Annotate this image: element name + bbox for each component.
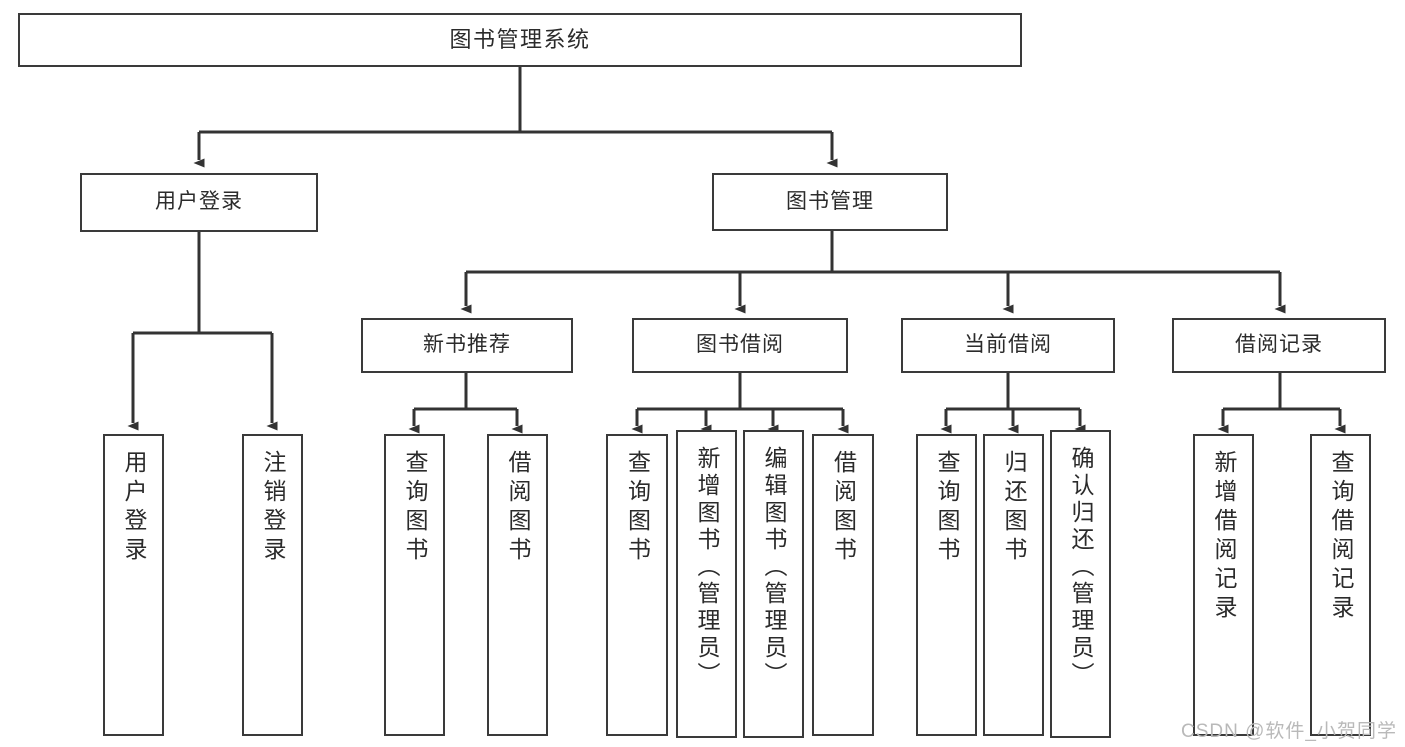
node-rc-add-record-label: 新增借阅记录 xyxy=(1211,450,1237,624)
node-cb-confirm-return[interactable]: 确认归还（管理员） xyxy=(1050,430,1111,738)
node-book-borrow-label: 图书借阅 xyxy=(696,333,784,357)
node-leaf-user-login[interactable]: 用户登录 xyxy=(103,434,164,736)
node-current-borrow[interactable]: 当前借阅 xyxy=(901,318,1115,373)
node-new-book-rec[interactable]: 新书推荐 xyxy=(361,318,573,373)
node-rec-borrow-book-label: 借阅图书 xyxy=(505,450,531,566)
node-rec-query-book[interactable]: 查询图书 xyxy=(384,434,445,736)
node-leaf-user-login-label: 用户登录 xyxy=(121,450,147,566)
node-cb-query-book-label: 查询图书 xyxy=(934,450,960,566)
node-leaf-logout[interactable]: 注销登录 xyxy=(242,434,303,736)
node-cb-confirm-return-label: 确认归还（管理员） xyxy=(1068,446,1094,689)
node-cb-return-book[interactable]: 归还图书 xyxy=(983,434,1044,736)
node-br-add-book[interactable]: 新增图书（管理员） xyxy=(676,430,737,738)
node-rec-borrow-book[interactable]: 借阅图书 xyxy=(487,434,548,736)
node-rec-query-book-label: 查询图书 xyxy=(402,450,428,566)
node-br-add-book-label: 新增图书（管理员） xyxy=(694,446,720,689)
node-new-book-rec-label: 新书推荐 xyxy=(423,333,511,357)
node-br-edit-book-label: 编辑图书（管理员） xyxy=(761,446,787,689)
node-book-manage-label: 图书管理 xyxy=(786,189,874,213)
node-br-query-book-label: 查询图书 xyxy=(624,450,651,566)
node-rc-add-record[interactable]: 新增借阅记录 xyxy=(1193,434,1254,736)
node-user-login[interactable]: 用户登录 xyxy=(80,173,318,232)
node-br-edit-book[interactable]: 编辑图书（管理员） xyxy=(743,430,804,738)
node-current-borrow-label: 当前借阅 xyxy=(964,333,1052,357)
node-borrow-record[interactable]: 借阅记录 xyxy=(1172,318,1386,373)
node-borrow-record-label: 借阅记录 xyxy=(1235,333,1323,357)
node-br-borrow-book[interactable]: 借阅图书 xyxy=(812,434,874,736)
node-br-borrow-book-label: 借阅图书 xyxy=(830,450,857,566)
node-root-label: 图书管理系统 xyxy=(449,27,591,53)
node-leaf-logout-label: 注销登录 xyxy=(260,450,286,566)
watermark: CSDN @软件_小贺同学 xyxy=(1181,721,1397,742)
node-rc-query-record-label: 查询借阅记录 xyxy=(1328,450,1354,624)
node-rc-query-record[interactable]: 查询借阅记录 xyxy=(1310,434,1371,736)
node-cb-return-book-label: 归还图书 xyxy=(1001,450,1027,566)
node-book-manage[interactable]: 图书管理 xyxy=(712,173,948,231)
node-book-borrow[interactable]: 图书借阅 xyxy=(632,318,848,373)
node-br-query-book[interactable]: 查询图书 xyxy=(606,434,668,736)
node-user-login-label: 用户登录 xyxy=(155,190,243,214)
node-cb-query-book[interactable]: 查询图书 xyxy=(916,434,977,736)
node-root[interactable]: 图书管理系统 xyxy=(18,13,1022,67)
